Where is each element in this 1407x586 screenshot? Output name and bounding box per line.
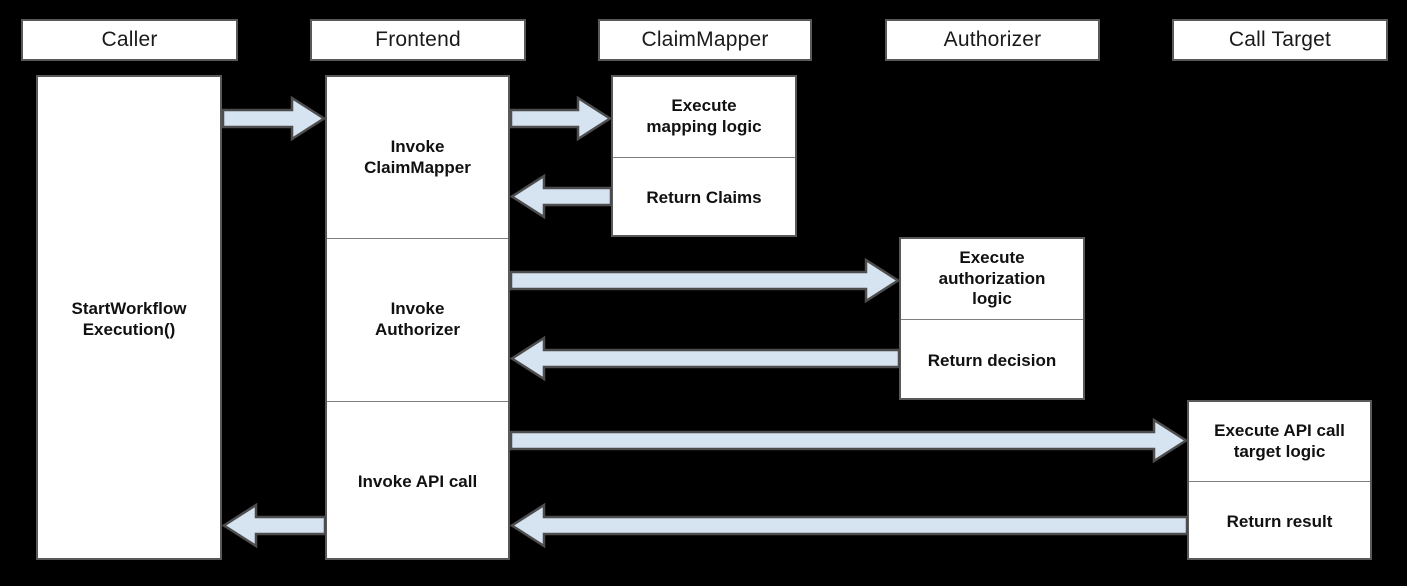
message-arrow-msg-frontend-to-authorizer xyxy=(510,258,900,303)
lifeline-header-authorizer: Authorizer xyxy=(885,19,1100,61)
activation-segment-authorizer-return-decision: Return decision xyxy=(927,350,1057,370)
lifeline-header-caller: Caller xyxy=(21,19,238,61)
activation-segment-claimmapper-return-claims: Return Claims xyxy=(646,188,762,208)
message-arrow-msg-calltarget-to-frontend xyxy=(510,503,1188,548)
message-arrow-msg-authorizer-to-frontend xyxy=(510,336,900,381)
activation-segment-calltarget-return-result: Return result xyxy=(1226,511,1333,531)
message-arrow-msg-frontend-to-caller xyxy=(222,503,326,548)
lifeline-header-claimmapper: ClaimMapper xyxy=(598,19,812,61)
message-arrow-msg-frontend-to-claimmapper xyxy=(510,96,612,141)
message-arrow-msg-claimmapper-to-frontend xyxy=(510,174,612,219)
lifeline-header-frontend: Frontend xyxy=(310,19,526,61)
message-arrow-msg-caller-to-frontend xyxy=(222,96,326,141)
message-arrow-msg-frontend-to-calltarget xyxy=(510,418,1188,463)
activation-segment-frontend-invoke-api-call: Invoke API call xyxy=(357,471,478,491)
lifeline-header-calltarget: Call Target xyxy=(1172,19,1388,61)
